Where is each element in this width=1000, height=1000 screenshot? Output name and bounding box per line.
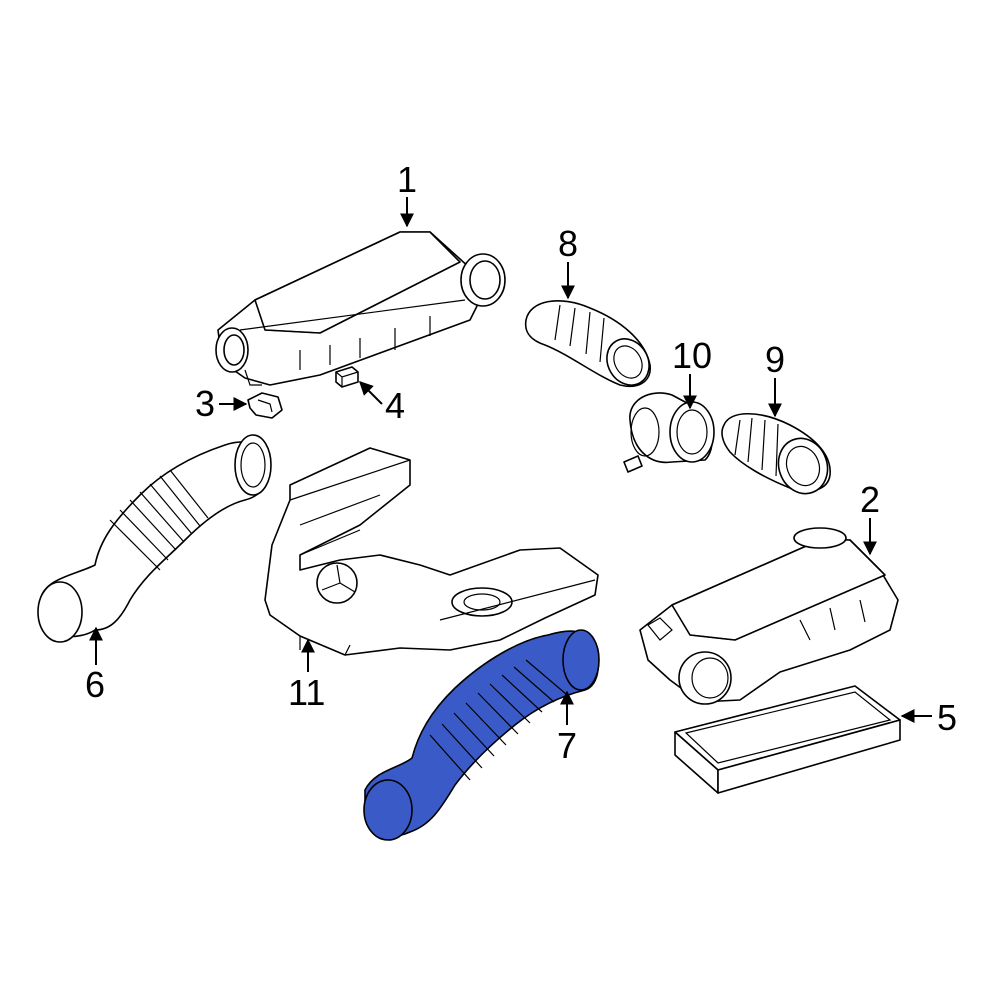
callout-10: 10 [672,335,712,376]
callout-5: 5 [937,697,957,738]
part-4-block[interactable] [335,366,359,388]
part-3-clip[interactable] [247,392,283,419]
callout-3: 3 [195,383,215,424]
part-7-intake-duct-highlighted[interactable] [363,629,600,841]
callout-1: 1 [397,159,417,200]
callout-4: 4 [385,385,405,426]
part-5-filter-element[interactable] [674,685,901,794]
part-9-hose[interactable] [721,413,835,501]
part-8-hose[interactable] [524,300,658,393]
leader-4 [359,381,383,405]
part-11-engine-cover[interactable] [264,447,599,656]
callout-6: 6 [85,664,105,705]
part-6-intake-duct[interactable] [37,434,272,643]
part-2-air-cleaner-housing[interactable] [639,527,899,705]
part-1-air-cleaner-housing[interactable] [215,231,506,386]
callout-7: 7 [557,725,577,766]
callouts: 1 8 10 9 3 4 2 6 11 7 5 [85,159,957,766]
callout-8: 8 [558,223,578,264]
callout-11: 11 [288,672,325,713]
callout-9: 9 [765,339,785,380]
part-10-sensor[interactable] [623,392,715,473]
callout-2: 2 [860,479,880,520]
